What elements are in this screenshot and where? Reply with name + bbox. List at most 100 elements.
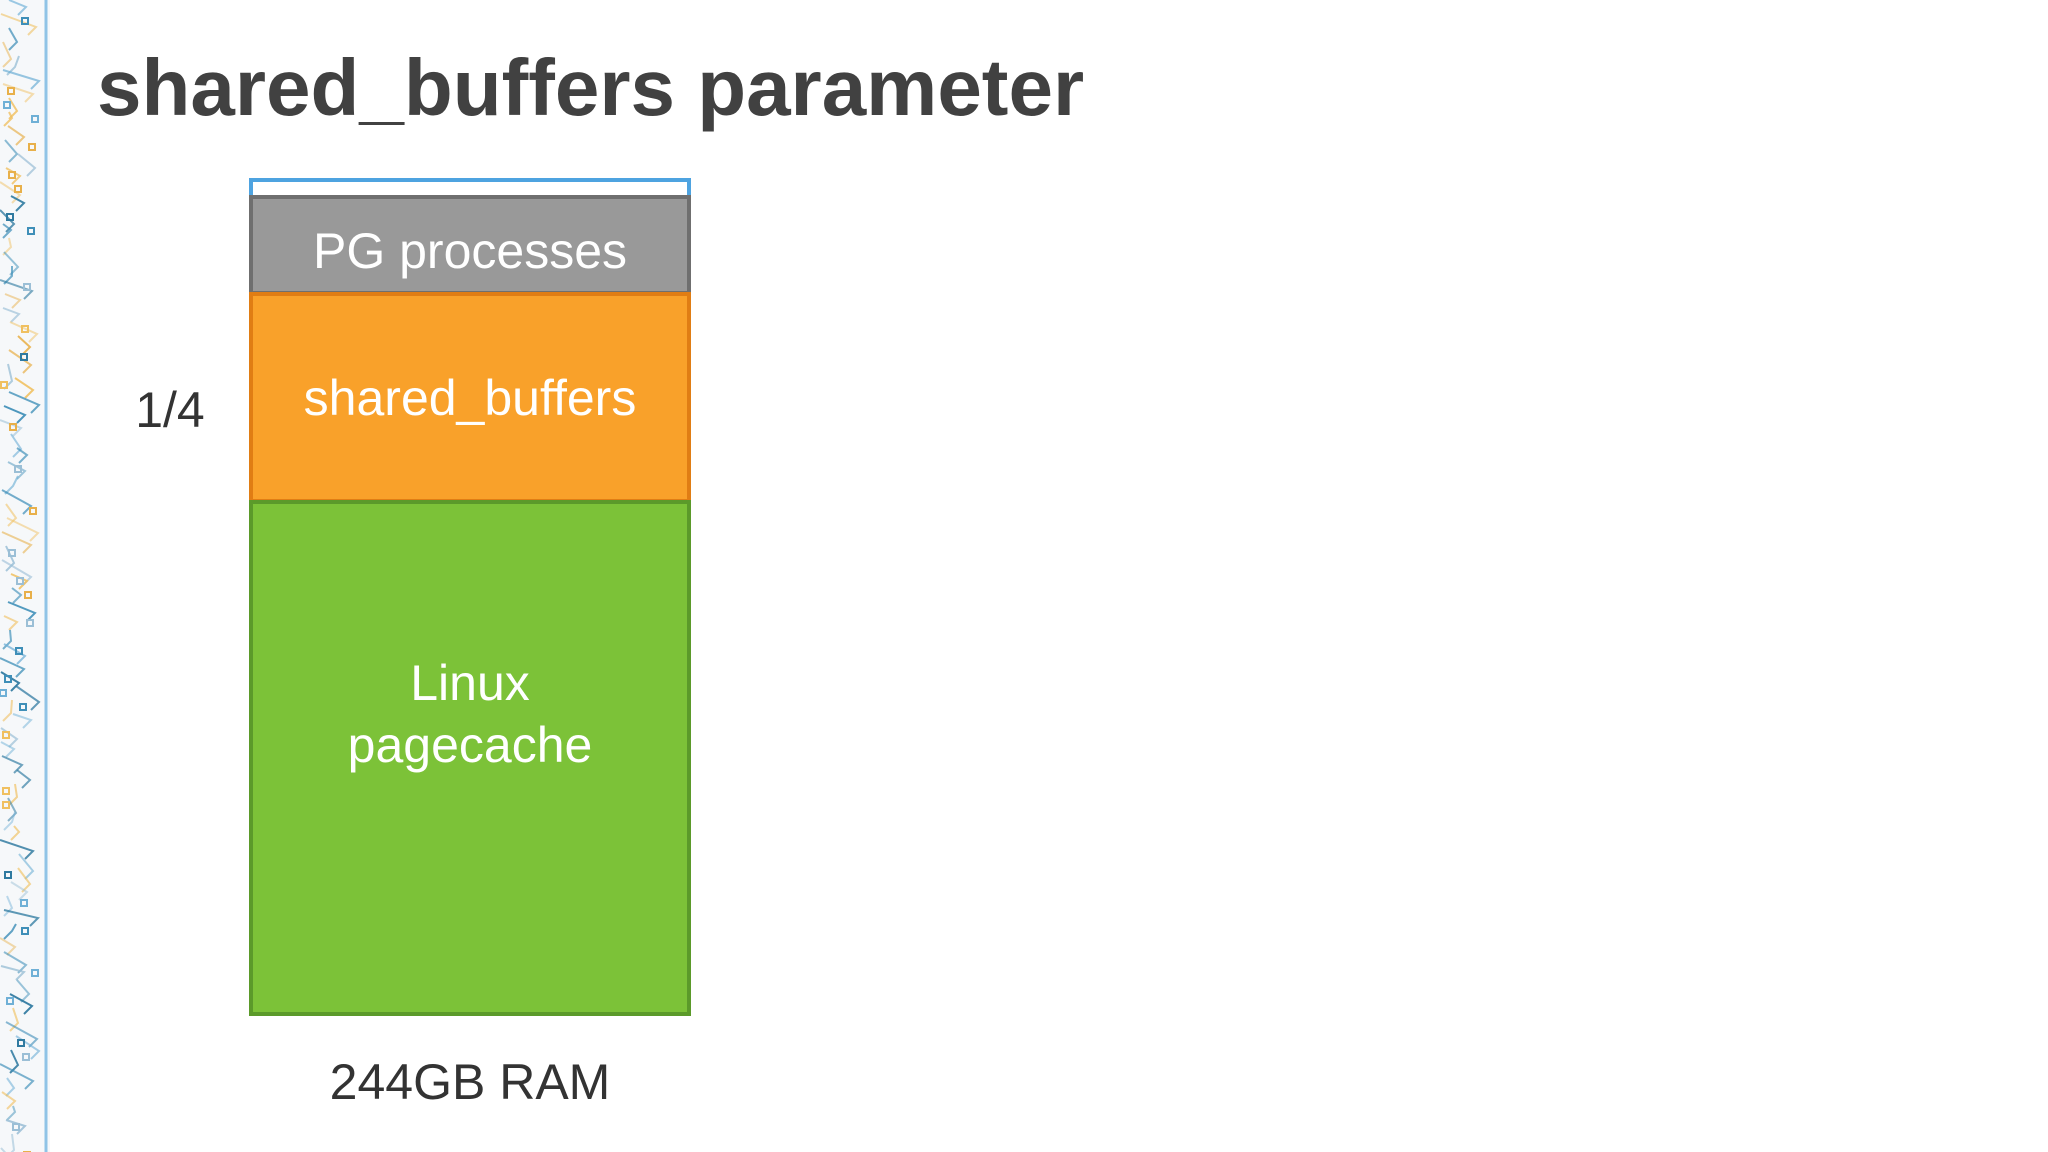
ram-total-label: 244GB RAM	[329, 1054, 611, 1110]
circuit-trace	[8, 27, 19, 51]
slide-title: shared_buffers parameter	[97, 43, 1085, 132]
circuit-trace	[2, 41, 13, 68]
circuit-node	[7, 87, 15, 95]
circuit-trace	[3, 643, 27, 665]
circuit-trace	[18, 853, 35, 880]
circuit-trace	[12, 713, 33, 729]
circuit-trace	[5, 167, 22, 185]
circuit-trace	[3, 811, 16, 831]
circuit-node	[3, 101, 11, 109]
circuit-trace	[4, 475, 19, 495]
circuit-trace	[7, 461, 27, 480]
circuit-node	[23, 283, 31, 291]
circuit-trace	[4, 139, 19, 163]
circuit-trace	[6, 1105, 17, 1121]
circuit-trace	[2, 223, 13, 239]
shared-buffers-segment: shared_buffers	[249, 292, 691, 503]
circuit-trace	[0, 965, 26, 981]
circuit-node	[8, 171, 16, 179]
circuit-trace	[2, 69, 41, 90]
linux-pagecache-segment: Linux pagecache	[249, 500, 691, 1016]
circuit-node	[22, 1053, 30, 1061]
circuit-node	[27, 227, 35, 235]
circuit-node	[12, 1123, 20, 1131]
circuit-trace	[0, 419, 23, 437]
circuit-node	[9, 423, 17, 431]
circuit-trace	[2, 307, 21, 323]
circuit-trace	[3, 895, 14, 917]
circuit-trace	[5, 1021, 39, 1048]
circuit-trace	[10, 1133, 16, 1152]
circuit-trace	[8, 0, 28, 16]
circuit-node	[20, 899, 28, 907]
circuit-node	[16, 577, 24, 585]
circuit-trace	[10, 433, 23, 458]
circuit-trace	[8, 391, 41, 414]
circuit-trace	[0, 937, 17, 956]
circuit-trace	[8, 783, 19, 806]
circuit-node	[6, 213, 14, 221]
circuit-trace	[11, 587, 23, 604]
circuit-node	[21, 17, 29, 25]
circuit-trace	[2, 629, 13, 650]
ram-stack-diagram: PG processes shared_buffers Linux pageca…	[249, 178, 691, 1016]
circuit-node	[15, 647, 23, 655]
circuit-trace	[0, 181, 22, 204]
circuit-trace	[16, 979, 31, 1003]
circuit-node	[24, 591, 32, 599]
circuit-trace	[0, 741, 16, 758]
circuit-trace	[0, 839, 35, 860]
circuit-node	[21, 325, 29, 333]
circuit-node	[14, 185, 22, 193]
pg-processes-segment: PG processes	[249, 195, 691, 295]
circuit-trace	[7, 797, 18, 822]
circuit-node	[6, 997, 14, 1005]
circuit-trace	[3, 923, 17, 940]
circuit-trace	[3, 405, 27, 424]
circuit-node	[31, 969, 39, 977]
linux-pagecache-label: Linux pagecache	[347, 655, 593, 773]
circuit-trace	[10, 573, 29, 590]
circuit-trace	[16, 447, 29, 464]
circuit-trace	[0, 1063, 35, 1090]
decorative-circuit-strip	[0, 0, 50, 1152]
circuit-node	[28, 143, 36, 151]
circuit-trace	[8, 349, 33, 374]
unallocated-memory-segment	[249, 178, 691, 198]
circuit-trace	[6, 517, 40, 542]
circuit-trace	[7, 601, 37, 622]
circuit-node	[4, 675, 12, 683]
circuit-node	[29, 507, 37, 515]
circuit-node	[8, 549, 16, 557]
circuit-trace	[2, 699, 13, 722]
circuit-node	[0, 689, 7, 697]
circuit-trace	[1, 1091, 17, 1110]
circuit-trace	[1, 755, 24, 774]
circuit-node	[2, 731, 10, 739]
circuit-trace	[7, 125, 26, 146]
circuit-trace	[5, 1077, 16, 1097]
circuit-trace	[0, 657, 26, 678]
circuit-node	[14, 465, 22, 473]
circuit-trace	[3, 111, 14, 127]
circuit-trace	[0, 13, 38, 36]
circuit-trace	[1, 489, 33, 515]
circuit-trace	[10, 825, 21, 841]
circuit-pattern-icon	[0, 0, 50, 1152]
circuit-node	[31, 115, 39, 123]
circuit-node	[19, 703, 27, 711]
circuit-trace	[9, 1007, 20, 1032]
circuit-trace	[17, 153, 37, 177]
circuit-node	[17, 1039, 25, 1047]
fraction-label: 1/4	[135, 382, 205, 438]
circuit-trace	[17, 867, 32, 893]
circuit-trace	[1, 531, 33, 554]
circuit-trace	[17, 335, 32, 356]
circuit-trace	[5, 1119, 27, 1135]
shared-buffers-label: shared_buffers	[303, 369, 637, 426]
circuit-node	[26, 619, 34, 627]
circuit-node	[20, 353, 28, 361]
circuit-trace	[9, 993, 34, 1015]
circuit-trace	[4, 293, 22, 309]
circuit-node	[0, 381, 8, 389]
